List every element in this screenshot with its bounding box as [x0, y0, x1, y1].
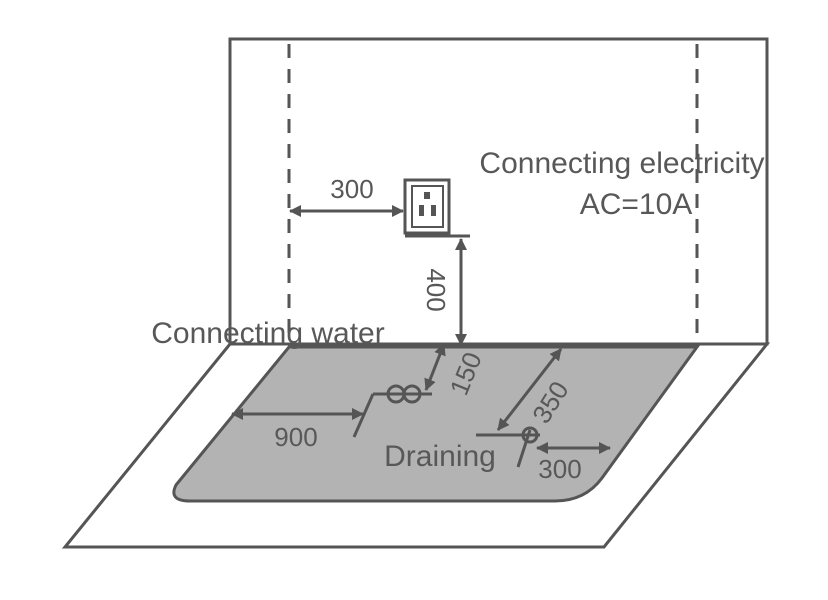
dim-line-drain-wall — [496, 348, 563, 431]
electric-socket-icon — [403, 178, 470, 238]
dim-label-socket-offset: 300 — [330, 174, 373, 204]
back-wall — [228, 37, 769, 346]
electricity-label: Connecting electricity — [479, 147, 764, 180]
water-pipe-icon — [352, 384, 432, 438]
water-label: Connecting water — [151, 317, 384, 350]
shower-tray-area — [172, 345, 700, 503]
dim-label-socket-height: 400 — [421, 268, 451, 311]
dim-label-drain-side: 300 — [538, 454, 581, 484]
dim-line-water-wall — [424, 343, 446, 391]
dim-label-water-side: 900 — [274, 422, 317, 452]
electricity-spec-label: AC=10A — [580, 188, 693, 221]
draining-label: Draining — [384, 440, 496, 473]
